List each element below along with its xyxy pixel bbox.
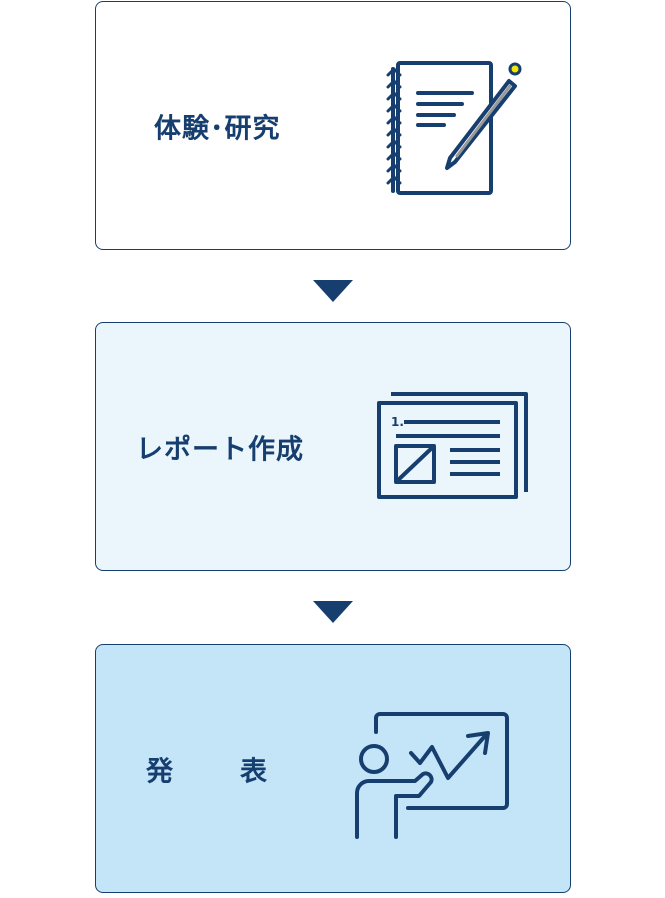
step-research: 体験･研究 [95, 1, 571, 250]
flow-arrow-down [313, 280, 353, 302]
step-label: 体験･研究 [154, 113, 281, 144]
step-label: レポート作成 [136, 434, 304, 465]
presentation-chart-icon [355, 712, 509, 839]
step-label: 発 表 [146, 756, 287, 787]
svg-text:1.: 1. [391, 415, 404, 429]
step-presentation: 発 表 [95, 644, 571, 893]
flow-arrow-down [313, 601, 353, 623]
notebook-pencil-icon [386, 61, 522, 195]
report-document-icon: 1. [377, 392, 528, 499]
step-report: レポート作成 1. [95, 322, 571, 571]
